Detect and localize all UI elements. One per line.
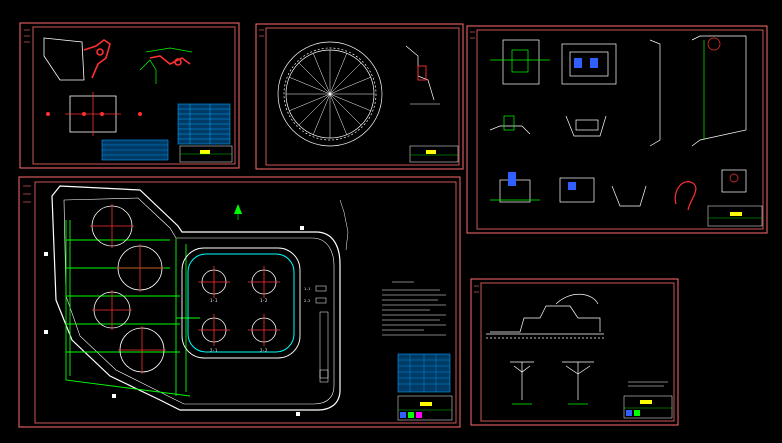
sheet-2-title-block [409, 145, 459, 163]
tank-rib-line [289, 93, 331, 112]
sheet-2-circular-tank[interactable] [255, 23, 464, 170]
pipe-fittings-green [139, 47, 193, 84]
sheet-5-inner-border [480, 282, 675, 422]
longitudinal-section [486, 293, 604, 339]
detail-foundation-2 [490, 172, 540, 203]
pump-label-1: 1-1 [304, 287, 310, 291]
green-pipe-network [65, 220, 200, 397]
sheet-1-inner-border [32, 26, 236, 165]
north-arrow [234, 204, 242, 220]
detail-valve-chamber [561, 43, 617, 85]
site-boundary-inner [63, 197, 335, 405]
sheet-1-notes-table [101, 139, 169, 161]
site-plan-legend-table [397, 353, 451, 393]
sheet-3-structural-details[interactable] [466, 25, 768, 234]
tank-rib-line [329, 53, 348, 95]
sheet-4-outer-border [18, 176, 461, 428]
tank-radial-ribs [286, 50, 374, 138]
sheet-1-equipment-table [177, 103, 231, 145]
detail-wall-elevation [649, 35, 747, 147]
tank-label-3: 2-1 [210, 348, 218, 353]
basin-tank-labels: 1-1 1-2 2-1 2-2 [210, 298, 268, 353]
site-boundary-outer [51, 185, 341, 411]
detail-pipe-bend [674, 181, 697, 211]
detail-pump-base [559, 177, 595, 203]
road-edge [339, 199, 349, 251]
sheet-5-outer-border [470, 278, 679, 426]
sheet-3-outer-border [466, 25, 768, 234]
tank-rib-line [298, 62, 331, 95]
site-plan-notes [382, 281, 446, 336]
basin-inner-wall [187, 253, 295, 353]
sheet-3-binding-strip [470, 31, 475, 39]
tank-section-detail [405, 45, 440, 105]
boundary-markers [44, 226, 304, 416]
detail-foundation-1 [489, 115, 531, 135]
sheet-4-binding-strip [23, 185, 31, 203]
sheet-5-title-block [623, 395, 673, 419]
sheet-1-binding-strip [24, 29, 30, 43]
tank-rib-line [329, 93, 371, 112]
circular-tanks [91, 205, 165, 373]
tank-label-4: 2-2 [260, 348, 268, 353]
sheet-3-title-block [707, 205, 763, 227]
pipe-support-1 [510, 361, 534, 405]
sheet-2-inner-border [265, 27, 460, 166]
detail-channel [565, 115, 607, 137]
pipe-route-outline [43, 37, 85, 81]
sheet-1-title-block [179, 145, 233, 163]
sheet-2-outer-border [255, 23, 464, 170]
sheet-2-binding-strip [259, 29, 264, 37]
basin-cell-axes [198, 266, 280, 346]
pipe-support-2 [562, 361, 594, 405]
sheet-5-binding-strip [474, 285, 479, 293]
tank-rib-line [329, 93, 362, 126]
tank-rib-line [312, 53, 331, 95]
detail-pit-1 [490, 39, 550, 85]
sheet-5-notes [628, 381, 668, 387]
sheet-3-inner-border [476, 29, 764, 230]
tank-rib-line [298, 93, 331, 126]
tank-rib-line [312, 93, 331, 135]
pipe-route-red [83, 39, 191, 79]
pump-markers: 1-1 2-2 [304, 285, 329, 383]
tank-rib-line [329, 76, 371, 95]
sheet-4-title-block [397, 395, 453, 421]
sheet-5-sections[interactable] [470, 278, 679, 426]
circular-tank-axes [90, 204, 166, 374]
tank-plan-axes [65, 92, 121, 136]
tank-rib-line [289, 76, 331, 95]
sheet-1-pipe-layout[interactable] [19, 22, 240, 169]
tank-plan-nozzles [46, 112, 142, 116]
tank-rib-line [329, 93, 348, 135]
sheet-4-site-plan[interactable]: 1-1 1-2 2-1 2-2 1-1 2-2 [18, 176, 461, 428]
basin-outer-wall [181, 247, 301, 359]
detail-inspection-hole [721, 169, 747, 193]
sheet-4-inner-border [34, 181, 457, 424]
sheet-1-outer-border [19, 22, 240, 169]
basin-cells [201, 269, 277, 343]
tank-label-2: 1-2 [260, 298, 268, 303]
detail-sump [611, 185, 647, 207]
tank-rib-line [329, 62, 362, 95]
tank-label-1: 1-1 [210, 298, 218, 303]
pump-label-2: 2-2 [304, 299, 310, 303]
